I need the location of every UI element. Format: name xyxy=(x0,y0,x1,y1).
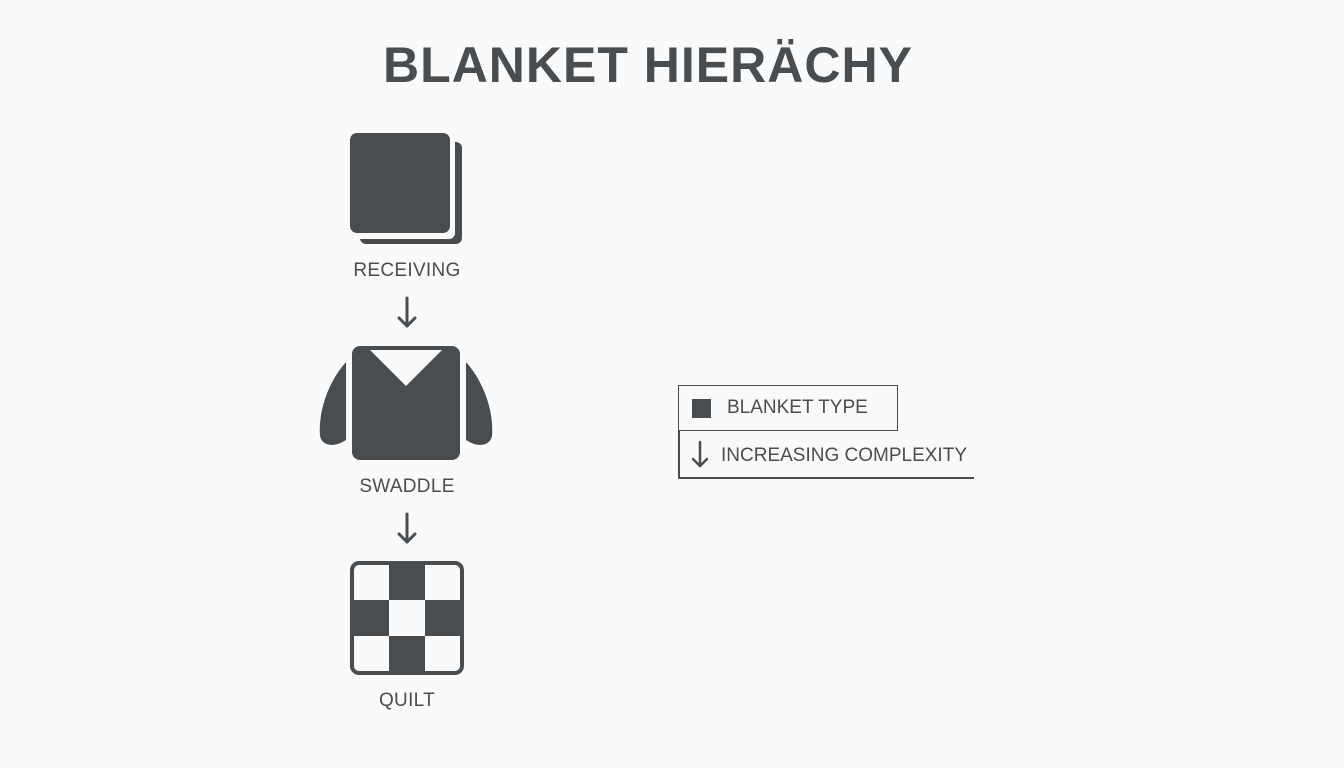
down-arrow-icon xyxy=(397,512,417,544)
node-label-swaddle: SWADDLE xyxy=(359,476,455,497)
legend-divider xyxy=(678,431,680,479)
legend-swatch-icon xyxy=(692,399,711,418)
node-label-receiving: RECEIVING xyxy=(353,260,461,281)
legend-type-label: BLANKET TYPE xyxy=(727,397,868,418)
legend-type-box: BLANKET TYPE xyxy=(678,385,898,431)
swaddle-icon xyxy=(319,346,493,460)
node-label-quilt: QUILT xyxy=(378,690,436,711)
down-arrow-icon xyxy=(397,296,417,328)
legend-divider xyxy=(678,477,974,479)
folded-blanket-icon xyxy=(350,133,462,244)
page-title: BLANKET HIERÄCHY xyxy=(383,37,913,93)
quilt-checker-icon xyxy=(350,561,464,675)
legend-down-arrow-icon xyxy=(691,440,709,468)
legend-arrow-label: INCREASING COMPLEXITY xyxy=(721,445,967,466)
